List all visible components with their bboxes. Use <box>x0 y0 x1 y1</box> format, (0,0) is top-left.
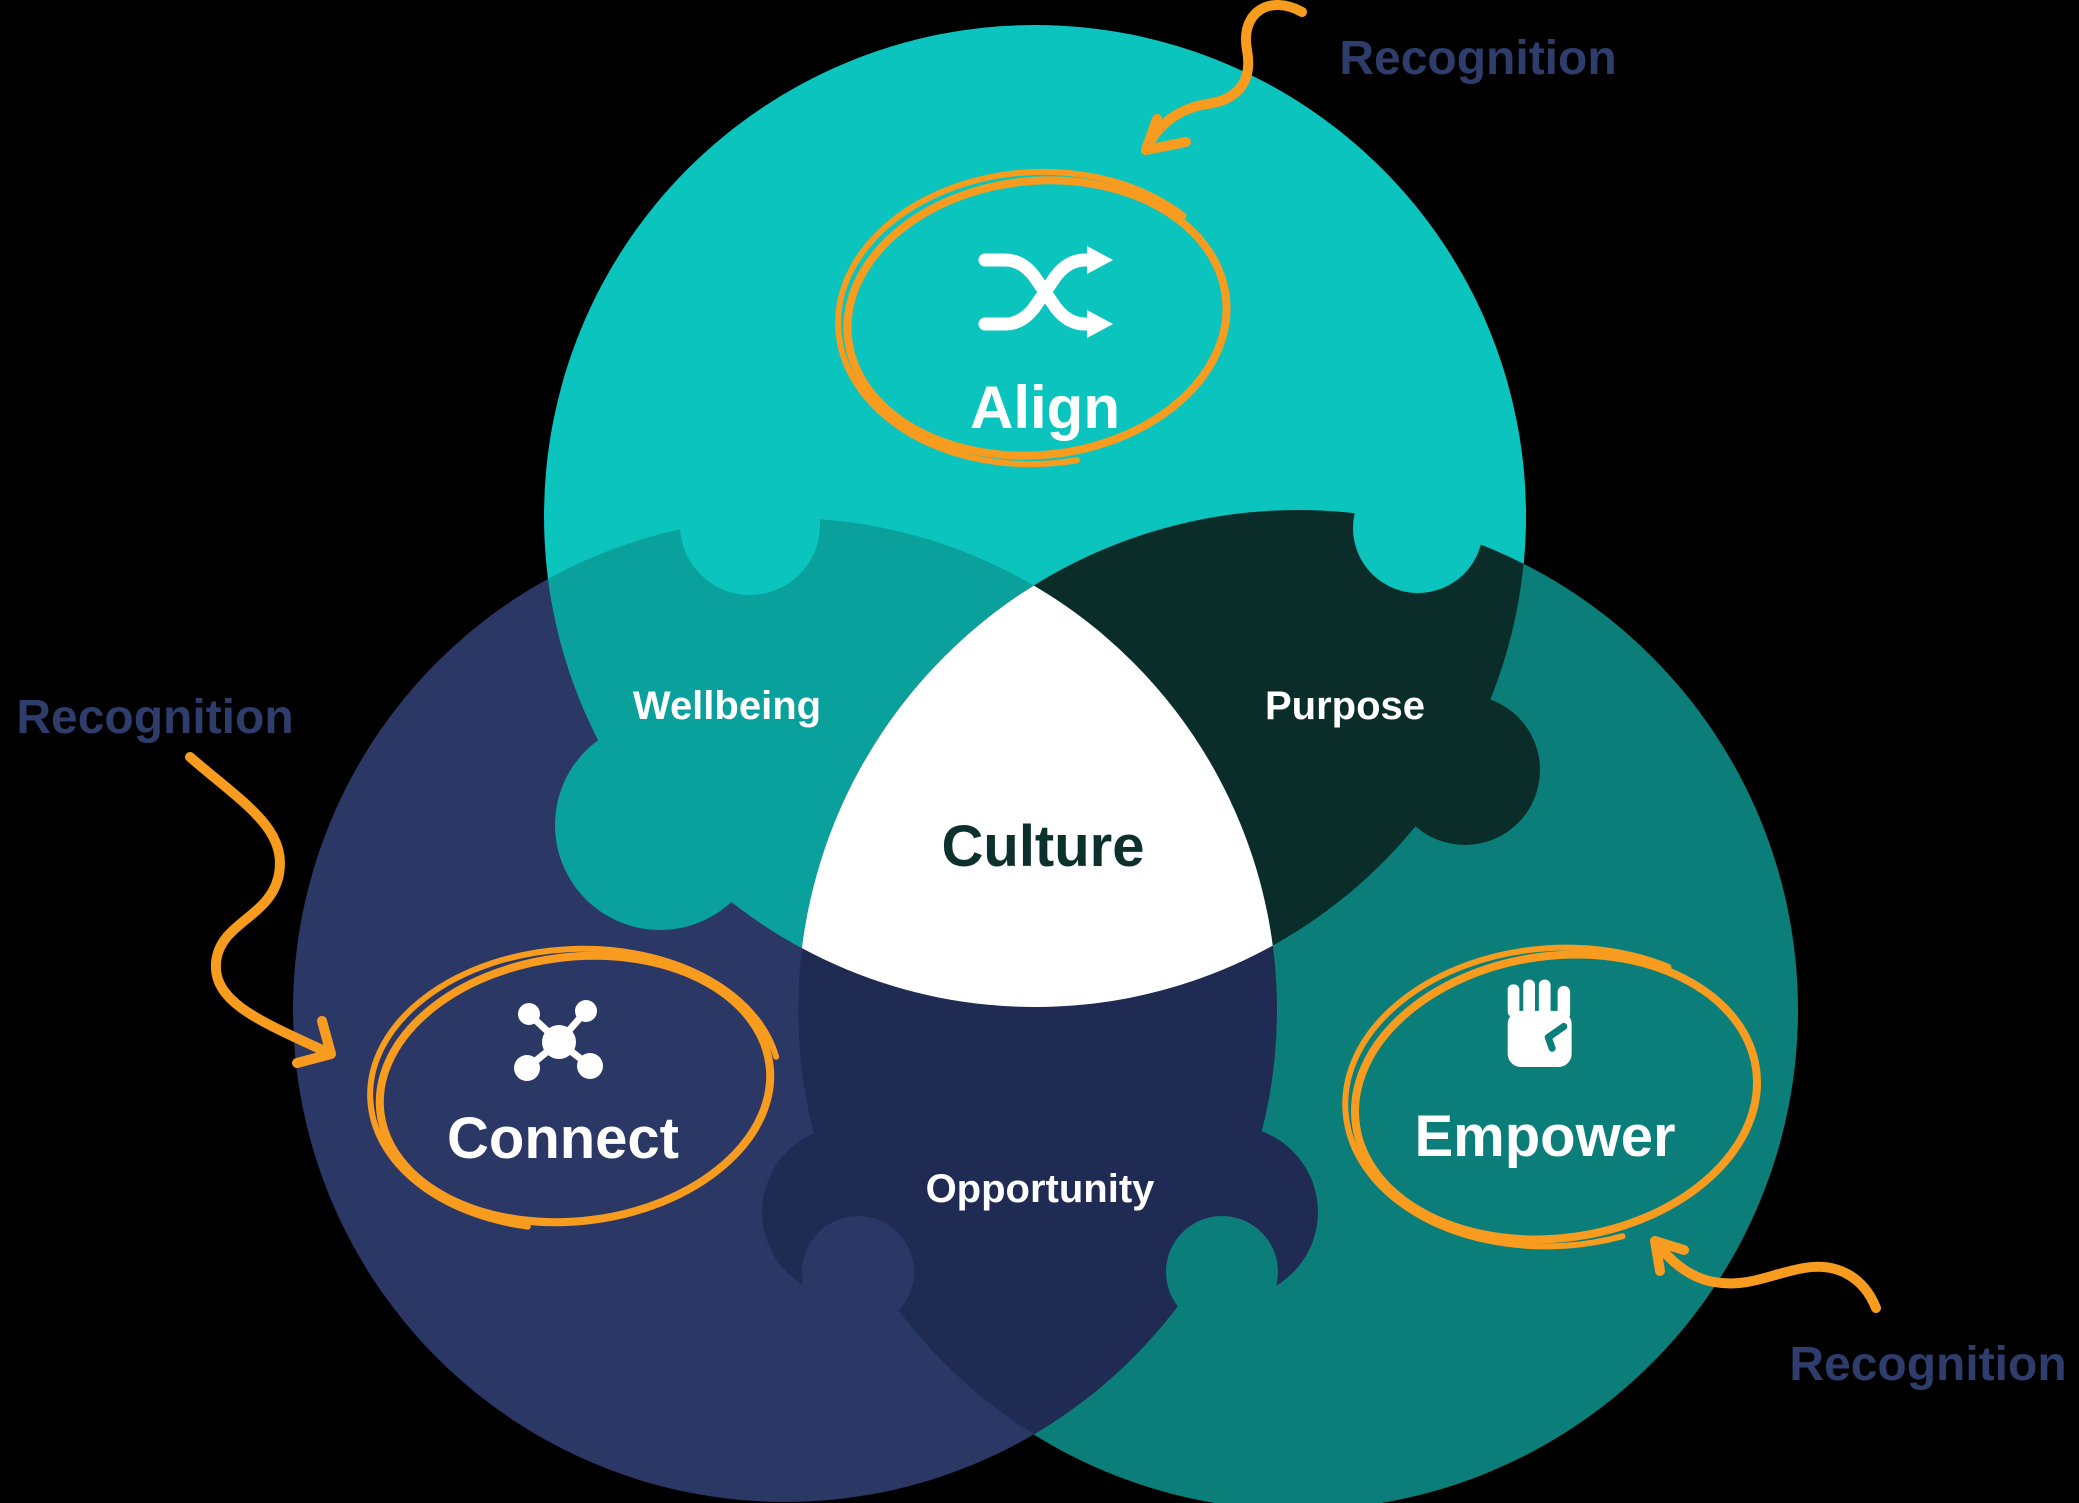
raised-fist-icon <box>1507 979 1572 1067</box>
recognition-arrow-top <box>1141 0 1307 155</box>
wellbeing-overlap-region <box>544 518 1277 1007</box>
recognition-label-left: Recognition <box>16 691 293 744</box>
recognition-label-top: Recognition <box>1339 32 1616 85</box>
connect-label: Connect <box>447 1106 679 1171</box>
hand-drawn-circle-connect <box>367 945 783 1233</box>
opportunity-label: Opportunity <box>926 1167 1156 1211</box>
hand-drawn-circle-empower <box>1342 944 1770 1250</box>
purpose-label: Purpose <box>1265 684 1425 728</box>
wellbeing-label: Wellbeing <box>633 684 821 728</box>
culture-label: Culture <box>942 814 1145 879</box>
empower-label: Empower <box>1414 1104 1675 1169</box>
shuffle-icon <box>978 246 1113 338</box>
puzzle-notch-align-into-wellbeing <box>680 455 820 595</box>
network-icon <box>514 1000 603 1081</box>
puzzle-tab-purpose-into-empower <box>1390 695 1540 845</box>
puzzle-notch-align-into-purpose <box>1353 463 1483 593</box>
culture-center-region <box>798 518 1277 1007</box>
puzzle-notch-connect-into-opportunity <box>802 1216 914 1328</box>
puzzle-notch-empower-into-opportunity <box>1166 1216 1278 1328</box>
hand-drawn-circle-align <box>835 168 1239 468</box>
recognition-label-right: Recognition <box>1789 1338 2066 1391</box>
align-label: Align <box>970 374 1120 441</box>
recognition-arrow-right <box>1650 1236 1881 1313</box>
recognition-arrow-left <box>185 752 336 1068</box>
puzzle-tab-wellbeing-into-connect <box>555 720 765 930</box>
